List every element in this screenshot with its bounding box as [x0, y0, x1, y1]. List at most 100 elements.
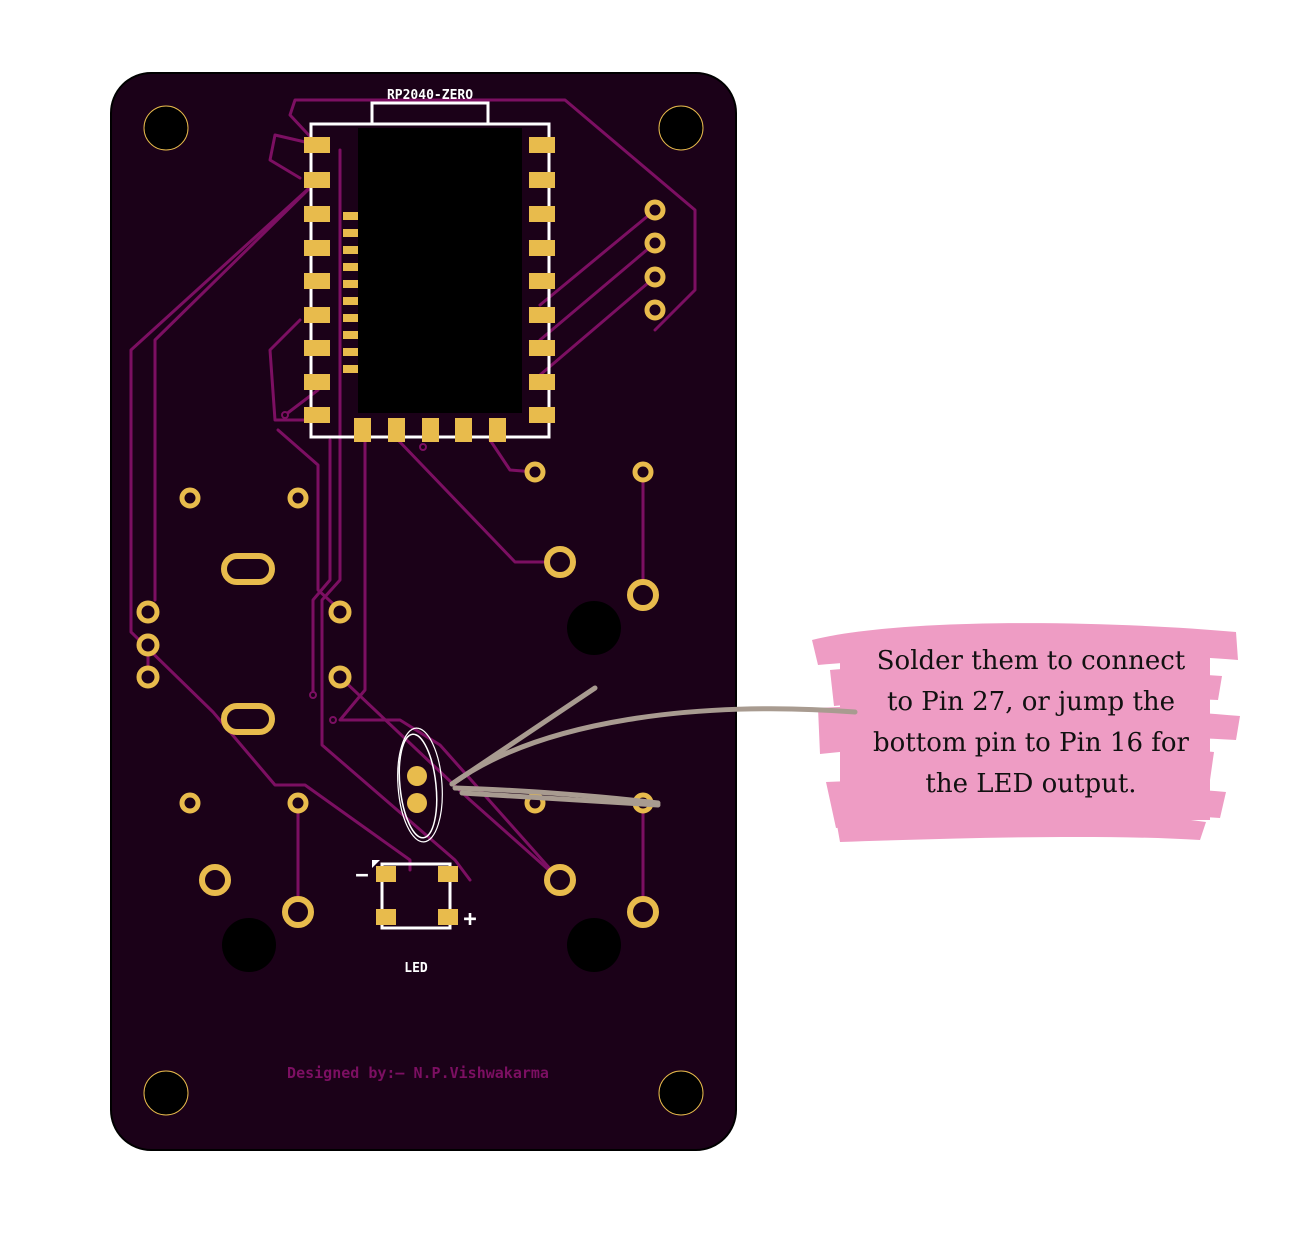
led-minus-label: − [355, 863, 368, 888]
led-footprint: − + LED [355, 860, 477, 976]
module-small-pad [343, 246, 358, 254]
module-small-pad [343, 212, 358, 220]
module-pad [304, 407, 330, 423]
module-pad [529, 340, 555, 356]
led-plus-label: + [463, 907, 476, 932]
module-pad [304, 240, 330, 256]
module-label: RP2040-ZERO [387, 88, 473, 103]
led-pin1-marker [372, 860, 380, 868]
usb-connector-outline [370, 101, 490, 126]
module-pad [304, 374, 330, 390]
module-pad [304, 137, 330, 153]
via-pad [328, 665, 352, 689]
arrow-head-lower [452, 785, 661, 806]
arrow-head-lower [459, 790, 661, 808]
module-pad [304, 172, 330, 188]
callout-brush [812, 623, 1240, 842]
arrow-head-upper [449, 685, 598, 787]
switch-pin [287, 487, 309, 509]
led-pad [438, 909, 458, 925]
module-pad [304, 273, 330, 289]
led-pad [376, 866, 396, 882]
module-pad [529, 172, 555, 188]
module-small-pad [343, 348, 358, 356]
module-small-pad [343, 280, 358, 288]
via [309, 691, 317, 699]
switch-pin [179, 487, 201, 509]
module-pad [529, 240, 555, 256]
header-pin [644, 266, 666, 288]
module-pad [529, 206, 555, 222]
led-label: LED [404, 961, 428, 976]
callout-line: the LED output. [925, 769, 1136, 799]
switch-pin [287, 792, 309, 814]
module-pad [304, 340, 330, 356]
module-pad [304, 206, 330, 222]
switch-pin-large [544, 864, 576, 896]
mounting-holes [143, 105, 704, 1116]
module-small-pad [343, 263, 358, 271]
switch-pin-large [199, 864, 231, 896]
via [281, 411, 289, 419]
header-pin [644, 299, 666, 321]
switch-pin-large [627, 579, 659, 611]
switch-pin-large [627, 896, 659, 928]
header-pin [644, 199, 666, 221]
module-small-pad [343, 229, 358, 237]
mounting-hole [143, 1070, 189, 1116]
jumper-highlight-ring [398, 733, 438, 839]
module-pad [529, 273, 555, 289]
small-vias [281, 411, 427, 724]
module-pad [455, 418, 472, 442]
rotary-pin [136, 633, 160, 657]
jumper-highlight-ring [397, 727, 443, 843]
module-body [358, 128, 522, 413]
jumper-pad-bottom [407, 793, 427, 813]
via-pad [328, 600, 352, 624]
module-small-pad [343, 331, 358, 339]
switch-pin-large [282, 896, 314, 928]
callout-line: bottom pin to Pin 16 for [873, 728, 1190, 758]
header-pin [644, 232, 666, 254]
switch-center-hole [567, 918, 621, 972]
module-pad [489, 418, 506, 442]
module-pad [422, 418, 439, 442]
module-pad [529, 307, 555, 323]
module-small-pad [343, 297, 358, 305]
via [419, 443, 427, 451]
callout-line: Solder them to connect [877, 646, 1186, 676]
designer-credit: Designed by:— N.P.Vishwakarma [287, 1064, 549, 1082]
jumper-pad-top [407, 766, 427, 786]
rotary-pin [136, 665, 160, 689]
rotary-pin [136, 600, 160, 624]
solder-jumper [397, 727, 443, 843]
switch-pin [524, 461, 546, 483]
module-pads [304, 137, 555, 442]
led-outline [380, 862, 452, 930]
switch-pin [179, 792, 201, 814]
module-pad [529, 374, 555, 390]
module-small-pad [343, 365, 358, 373]
module-pad [388, 418, 405, 442]
switch-pin-large [544, 546, 576, 578]
module-small-pad [343, 314, 358, 322]
led-pad [376, 909, 396, 925]
mounting-hole [658, 1070, 704, 1116]
switch-center-hole [222, 918, 276, 972]
callout-arrow [449, 685, 858, 808]
mounting-hole [658, 105, 704, 151]
switch-center-hole [567, 601, 621, 655]
callout-text: Solder them to connect to Pin 27, or jum… [873, 646, 1190, 799]
callout-line: to Pin 27, or jump the [887, 687, 1175, 717]
module-pad [529, 137, 555, 153]
module-pad [354, 418, 371, 442]
switch-pin [632, 461, 654, 483]
rotary-mount-slot [221, 703, 275, 735]
mounting-hole [143, 105, 189, 151]
module-pad [304, 307, 330, 323]
rotary-mount-slot [221, 553, 275, 585]
via [329, 716, 337, 724]
led-pad [438, 866, 458, 882]
rp2040-module: RP2040-ZERO [304, 88, 555, 442]
